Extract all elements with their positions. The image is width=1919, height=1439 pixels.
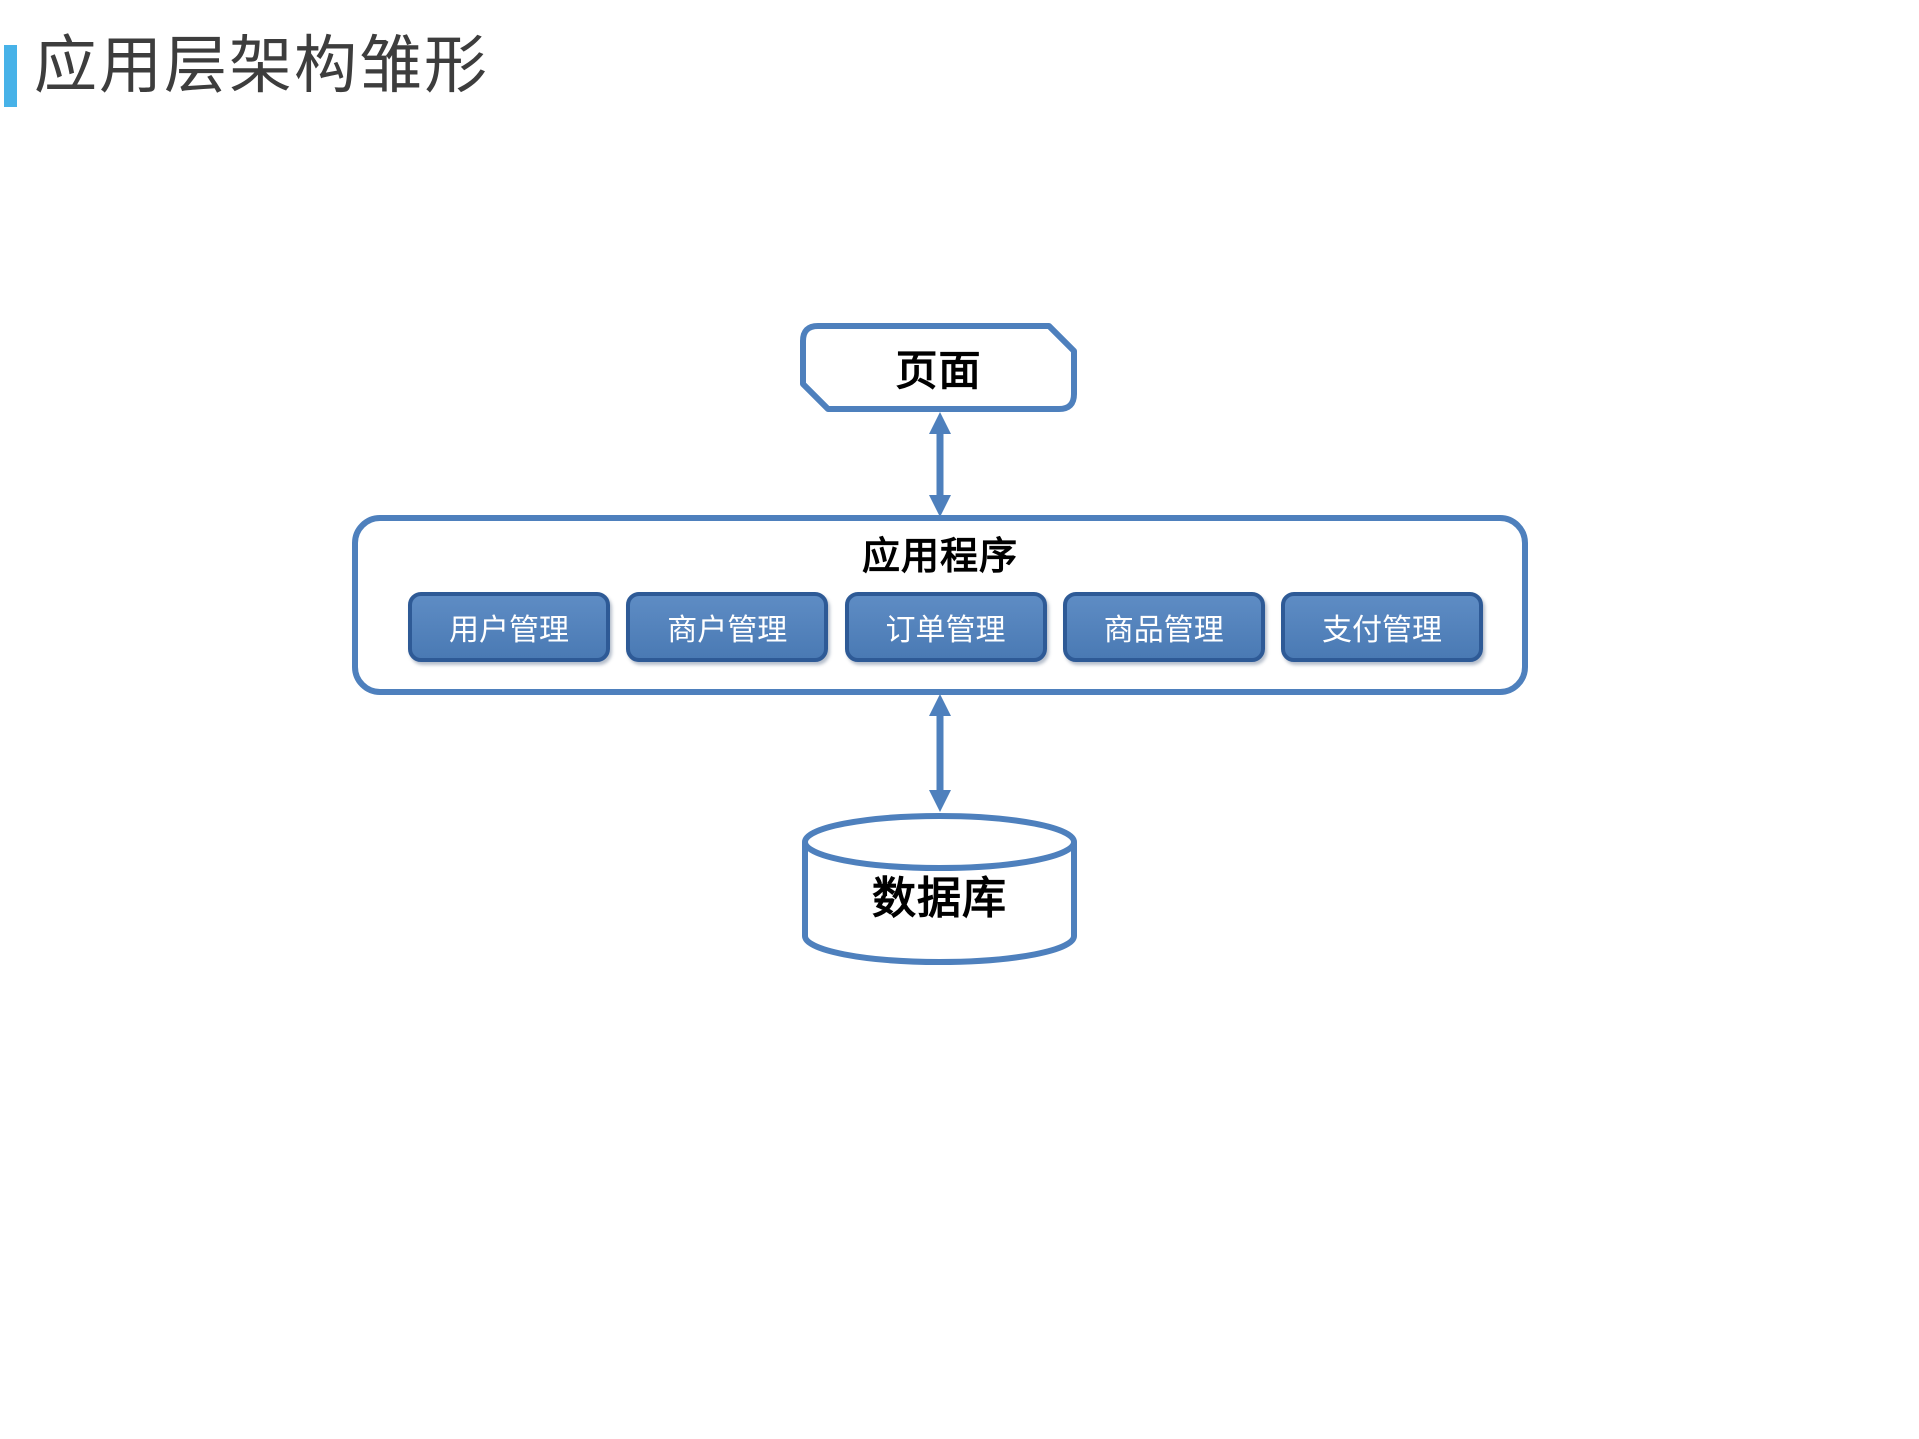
database-label: 数据库 [872,873,1007,924]
database-cylinder-shape [802,813,1077,965]
module-product-management: 商品管理 [1062,592,1265,662]
database-node: 数据库 [802,813,1077,965]
app-container: 应用程序 用户管理 商户管理 订单管理 商品管理 支付管理 [352,515,1528,695]
module-order-management: 订单管理 [844,592,1047,662]
app-db-double-arrow [929,694,951,812]
page-node: 页面 [800,323,1077,412]
page-node-shape [800,323,1077,412]
module-merchant-management: 商户管理 [626,592,829,662]
title-accent-bar [4,45,17,107]
module-user-management: 用户管理 [408,592,610,662]
module-payment-management: 支付管理 [1281,592,1483,662]
module-row: 用户管理 商户管理 订单管理 商品管理 支付管理 [408,592,1483,662]
page-node-label: 页面 [895,346,982,395]
app-container-title: 应用程序 [861,534,1018,578]
slide-title: 应用层架构雏形 [34,29,489,102]
page-app-double-arrow [929,412,951,517]
